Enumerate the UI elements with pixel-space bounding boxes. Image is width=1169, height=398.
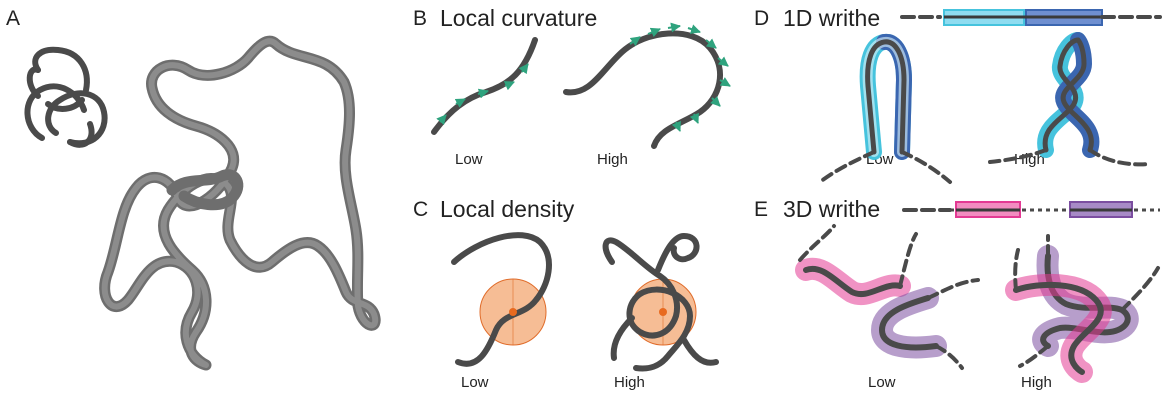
density-high-center [659, 308, 667, 316]
curvature-high-strand [566, 33, 720, 146]
curvature-low-strand [434, 40, 535, 132]
writhe-1d-low-hairpin [820, 42, 950, 182]
writhe-1d-high-twist [990, 40, 1150, 164]
writhe-1d-sequence-bar [902, 10, 1160, 25]
trefoil-knot-icon [27, 50, 104, 145]
curvature-high-arrows [630, 26, 730, 131]
density-low-center [509, 308, 517, 316]
writhe-3d-low-segments [800, 226, 978, 368]
writhe-3d-sequence-bar [904, 202, 1160, 217]
writhe-3d-high-segments [1015, 236, 1158, 372]
polymer-conformation [105, 41, 376, 365]
